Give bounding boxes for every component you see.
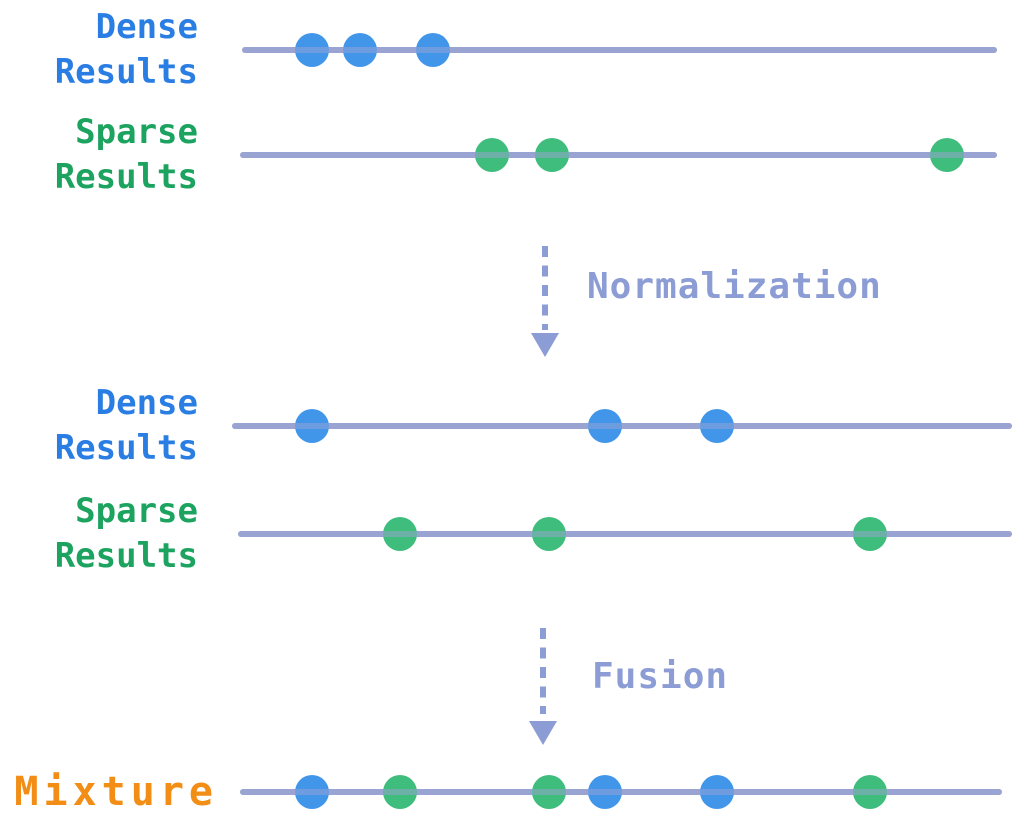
sparse-initial-score-line-overlay [240,152,997,158]
row-label-line: Dense [95,383,198,423]
row-label-line: Mixture [14,768,218,815]
mixture-score-line-overlay [240,789,1002,795]
row-label-line: Results [54,52,198,92]
fusion-arrow-label: Fusion [592,655,729,697]
row-label-line: Sparse [75,112,198,152]
row-label-line: Results [54,428,198,468]
dense-normalized-score-line-overlay [232,423,1012,429]
row-label-line: Dense [95,7,198,47]
sparse-normalized-score-line-overlay [238,531,1012,537]
normalization-arrow-label: Normalization [587,265,882,307]
row-label-line: Results [54,157,198,197]
row-label-line: Results [54,536,198,576]
row-label-mixture: Mixture [0,768,218,815]
row-label-line: Sparse [75,491,198,531]
dense-initial-score-line-overlay [242,47,997,53]
